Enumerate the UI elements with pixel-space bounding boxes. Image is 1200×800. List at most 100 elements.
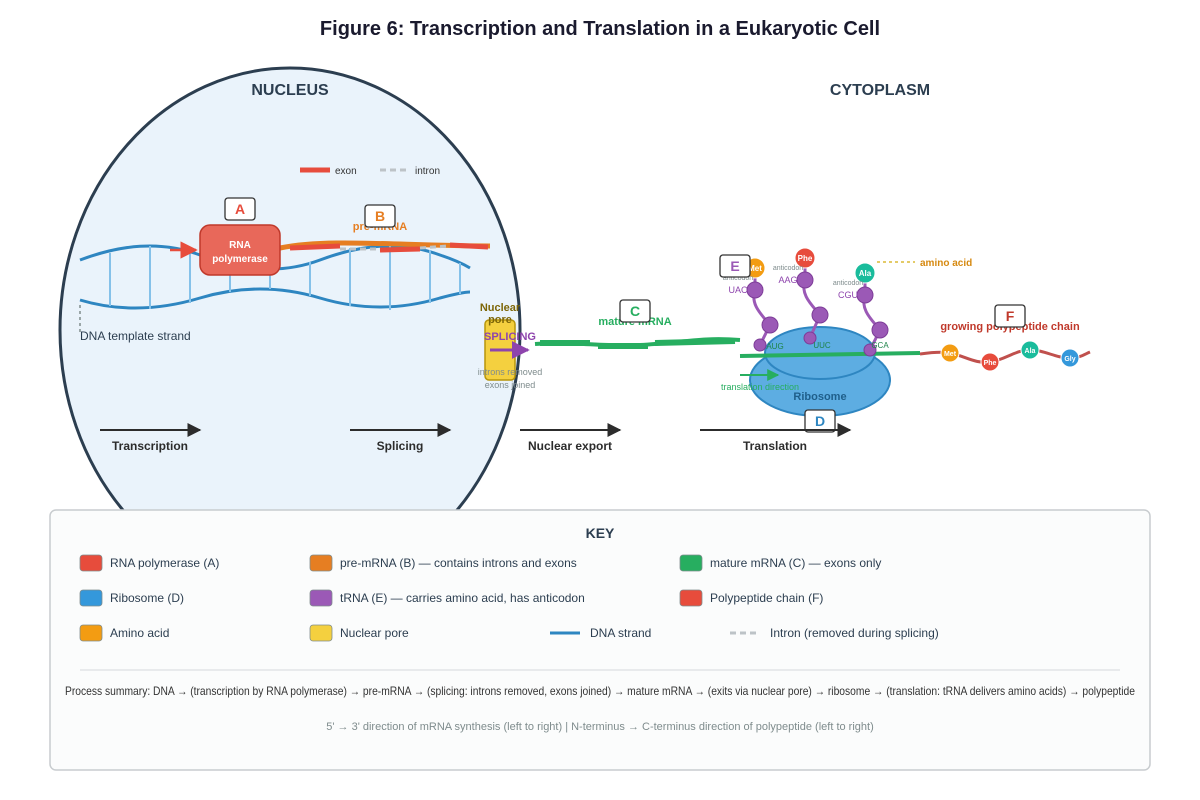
rna-polymerase — [199, 224, 281, 276]
marker-c-letter: C — [630, 303, 640, 319]
key-summary: Process summary: DNA → (transcription by… — [65, 684, 1135, 698]
key-item-label: pre-mRNA (B) — contains introns and exon… — [340, 556, 577, 570]
trna-anticodon-loop — [753, 338, 767, 352]
key-swatch — [79, 554, 103, 572]
mrna-codon: GCA — [871, 341, 889, 350]
key-item: Polypeptide chain (F) — [679, 589, 823, 607]
key-item: Intron (removed during splicing) — [730, 626, 939, 640]
rna-polymerase-label-1: RNA — [229, 240, 251, 251]
marker-a-letter: A — [235, 201, 245, 217]
key-item-label: Intron (removed during splicing) — [770, 626, 939, 640]
key-item: RNA polymerase (A) — [79, 554, 219, 572]
key-swatch — [309, 589, 333, 607]
marker-f-letter: F — [1006, 308, 1015, 324]
key-swatch — [309, 554, 333, 572]
mrna-through-ribosome — [739, 351, 921, 358]
nuclear-pore-label-1: Nuclear — [480, 302, 521, 314]
step-label-splicing: Splicing — [377, 439, 424, 453]
chain-residue-label: Ala — [1025, 348, 1036, 355]
key-item: Amino acid — [79, 624, 169, 642]
trna-body — [761, 316, 779, 334]
amino-acid-label: amino acid — [920, 258, 972, 269]
key-title: KEY — [586, 525, 615, 541]
trna-knob — [856, 286, 874, 304]
chain-residue-ala — [1020, 340, 1040, 360]
cytoplasm-label: CYTOPLASM — [830, 82, 930, 99]
chain-residue-label: Phe — [984, 360, 997, 367]
trna-amino-label: Phe — [798, 254, 813, 263]
marker-c: C — [619, 299, 651, 323]
key-item-label: DNA strand — [590, 626, 651, 640]
key-item: tRNA (E) — carries amino acid, has antic… — [309, 589, 585, 607]
marker-e: E — [719, 254, 751, 278]
chain-residue-met — [940, 343, 960, 363]
key-item-label: Nuclear pore — [340, 626, 409, 640]
mrna-codon: AUG — [766, 342, 783, 351]
exon-legend-label: exon — [335, 166, 357, 177]
trna-anticodon-loop — [863, 343, 877, 357]
trna-amino-acid-phe — [794, 247, 816, 269]
key-panel — [49, 509, 1151, 771]
key-swatch — [679, 554, 703, 572]
trna-body — [871, 321, 889, 339]
nuclear-pore-label-2: pore — [488, 314, 512, 326]
chain-residue-gly — [1060, 348, 1080, 368]
step-label-translation: Translation — [743, 439, 807, 453]
key-item-label: Ribosome (D) — [110, 591, 184, 605]
marker-a: A — [224, 197, 256, 221]
splicing-label: SPLICING — [484, 331, 536, 343]
trna-body — [811, 306, 829, 324]
key-note: 5' → 3' direction of mRNA synthesis (lef… — [326, 721, 873, 733]
key-items: RNA polymerase (A) pre-mRNA (B) — contain… — [79, 554, 939, 642]
nucleus-label: NUCLEUS — [251, 82, 329, 99]
key-item-label: Amino acid — [110, 626, 169, 640]
key-item-label: RNA polymerase (A) — [110, 556, 219, 570]
trna-anticodon-value: CGU — [838, 290, 858, 300]
trna-anticodon-value: UAC — [728, 285, 748, 295]
chain-residue-label: Gly — [1064, 356, 1075, 363]
trna-anticodon-caption: anticodon — [773, 265, 803, 272]
trna-stem — [752, 268, 772, 346]
marker-f: F — [994, 304, 1026, 328]
trna-anticodon-caption: anticodon — [723, 275, 753, 282]
key-swatch — [679, 589, 703, 607]
figure-title: Figure 6: Transcription and Translation … — [320, 18, 880, 40]
trna-anticodon-loop — [803, 331, 817, 345]
key-item: Nuclear pore — [309, 624, 409, 642]
ribosome-label: Ribosome — [793, 391, 846, 403]
marker-d-letter: D — [815, 413, 825, 429]
introns-removed-label: introns removed — [478, 367, 543, 377]
key-item: DNA strand — [550, 626, 651, 640]
pre-mrna-strand — [279, 240, 491, 253]
marker-d: D — [804, 409, 836, 433]
trna-anticodon-caption: anticodon — [833, 280, 863, 287]
key-item: mature mRNA (C) — exons only — [679, 554, 881, 572]
mature-mrna-exons — [540, 338, 736, 349]
marker-b: B — [364, 204, 396, 228]
key-item: Ribosome (D) — [79, 589, 184, 607]
key-swatch — [79, 589, 103, 607]
marker-b-letter: B — [375, 208, 385, 224]
mrna-codon: UUC — [813, 341, 831, 350]
exons-joined-label: exons joined — [485, 380, 536, 390]
trna-anticodon-value: AAG — [778, 275, 797, 285]
intron-legend-label: intron — [415, 166, 440, 177]
translation-direction-label: translation direction — [721, 382, 799, 392]
rna-polymerase-label-2: polymerase — [212, 254, 268, 265]
key-swatch — [309, 624, 333, 642]
trna-knob — [796, 271, 814, 289]
chain-residue-label: Met — [944, 351, 957, 358]
key-swatch — [79, 624, 103, 642]
trna-stem — [802, 258, 822, 339]
key-item-label: Polypeptide chain (F) — [710, 591, 823, 605]
key-item-label: mature mRNA (C) — exons only — [710, 556, 881, 570]
marker-e-letter: E — [730, 258, 739, 274]
step-label-transcription: Transcription — [112, 439, 188, 453]
trna-amino-label: Met — [748, 264, 762, 273]
trna-amino-label: Ala — [859, 269, 872, 278]
key-item-label: tRNA (E) — carries amino acid, has antic… — [340, 591, 585, 605]
